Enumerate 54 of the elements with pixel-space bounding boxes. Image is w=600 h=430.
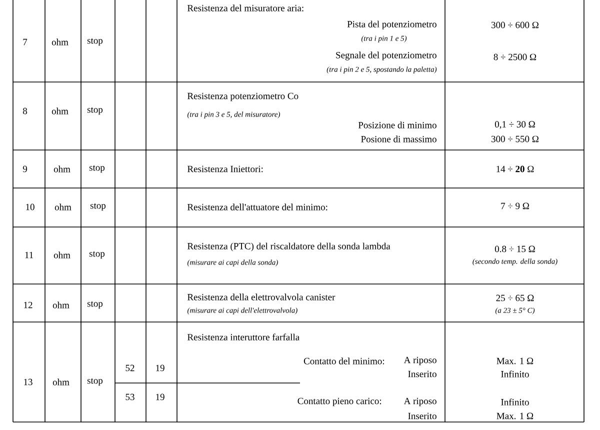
value-text: 7 ÷ 9 Ω bbox=[501, 202, 529, 210]
description-text: Resistenza potenziometro Co bbox=[187, 92, 298, 102]
unit-text: ohm bbox=[52, 38, 68, 46]
value-text: Max. 1 Ω bbox=[496, 412, 534, 420]
unit-text: ohm bbox=[52, 108, 68, 114]
measure-text: Contatto pieno carico: bbox=[298, 398, 382, 406]
mode-text: stop bbox=[89, 165, 105, 173]
unit-text: ohm bbox=[54, 204, 72, 210]
mode-text: stop bbox=[87, 38, 103, 46]
description-text: Resistenza interuttore farfalla bbox=[187, 334, 300, 340]
value-text: 300 ÷ 550 Ω bbox=[492, 136, 538, 142]
mode-text: stop bbox=[87, 378, 103, 386]
state-text: A riposo bbox=[404, 398, 436, 406]
measure-text: Posione di massimo bbox=[361, 136, 436, 142]
state-text: Inserito bbox=[408, 370, 436, 378]
row-number: 12 bbox=[24, 302, 32, 308]
description-text: Resistenza del misuratore aria: bbox=[187, 4, 304, 12]
measure-text: Contatto del minimo: bbox=[304, 358, 384, 364]
unit-text: ohm bbox=[52, 302, 70, 308]
unit-text: ohm bbox=[54, 252, 70, 258]
row-number: 9 bbox=[22, 166, 27, 172]
row-number: 11 bbox=[25, 252, 34, 258]
row-number: 10 bbox=[26, 204, 34, 210]
state-text: A riposo bbox=[404, 356, 436, 366]
value-text: 0,1 ÷ 30 Ω bbox=[494, 121, 535, 129]
value-text: Max. 1 Ω bbox=[496, 358, 534, 364]
value-text: 300 ÷ 600 Ω bbox=[492, 22, 538, 28]
pin-number: 53 bbox=[126, 394, 134, 400]
mode-text: stop bbox=[90, 203, 106, 211]
row-number: 7 bbox=[23, 38, 28, 46]
row-number: 13 bbox=[24, 378, 32, 386]
measure-text: Segnale del potenziometro bbox=[336, 52, 436, 60]
value-text: Infinito bbox=[501, 398, 529, 406]
mode-text: stop bbox=[87, 107, 103, 115]
row-number: 8 bbox=[23, 108, 28, 114]
mode-text: stop bbox=[87, 301, 103, 309]
mode-text: stop bbox=[89, 251, 105, 259]
value-text: 0.8 ÷ 15 Ω bbox=[494, 246, 535, 252]
measure-text: Pista del potenziometro bbox=[347, 20, 436, 30]
description-text: Resistenza (PTC) del riscaldatore della sonda lambda bbox=[187, 242, 390, 252]
pin-number: 19 bbox=[156, 364, 164, 372]
value-text: 14 ÷ 20 Ω bbox=[496, 166, 534, 172]
value-text: 25 ÷ 65 Ω bbox=[496, 294, 534, 302]
value-text: Infinito bbox=[501, 370, 529, 378]
pin-number: 19 bbox=[156, 394, 164, 400]
description-text: Resistenza dell'attuatore del minimo: bbox=[187, 204, 328, 210]
value-text: 8 ÷ 2500 Ω bbox=[494, 54, 536, 60]
unit-text: ohm bbox=[54, 166, 70, 172]
pin-number: 52 bbox=[126, 364, 134, 372]
measure-text: Posizione di minimo bbox=[358, 122, 436, 128]
state-text: Inserito bbox=[408, 412, 436, 420]
description-text: Resistenza Iniettori: bbox=[187, 166, 263, 172]
description-text: Resistenza della elettrovalvola canister bbox=[187, 294, 336, 300]
unit-text: ohm bbox=[52, 378, 70, 386]
